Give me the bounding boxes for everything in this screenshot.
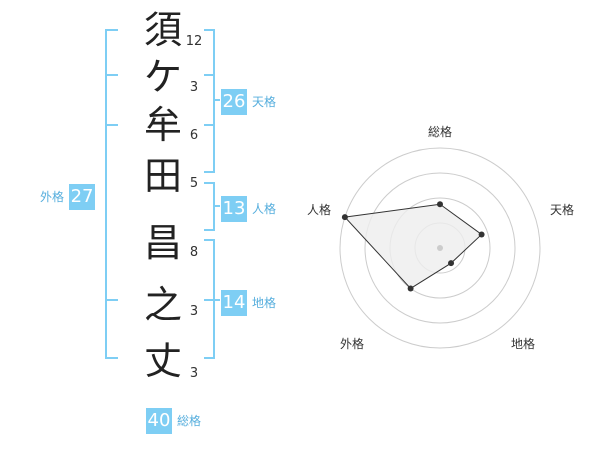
soukaku-group: 40 総格	[146, 408, 201, 434]
chikaku-label: 地格	[252, 296, 277, 310]
radar-label-gaikaku: 外格	[340, 337, 365, 351]
tenkaku-label: 天格	[252, 95, 277, 109]
tenkaku-value: 26	[221, 89, 247, 115]
radar-label-tenkaku: 天格	[550, 203, 575, 217]
radar-label-soukaku: 総格	[428, 125, 453, 139]
radar-value-polygon	[343, 203, 483, 290]
gaikaku-label: 外格	[40, 190, 65, 204]
name-char-2: ケ	[143, 55, 182, 99]
stroke-count-7: 3	[189, 366, 199, 381]
chikaku-value: 14	[221, 290, 247, 316]
radar-point-tenkaku	[478, 231, 485, 238]
gaikaku-bracket	[105, 29, 118, 359]
gaikaku-group: 外格 27	[40, 184, 96, 210]
gaikaku-value: 27	[69, 184, 96, 210]
soukaku-value: 40	[146, 408, 172, 434]
stroke-count-2: 3	[189, 80, 199, 95]
soukaku-label: 総格	[177, 414, 202, 428]
stroke-count-6: 3	[189, 304, 199, 319]
name-char-6: 之	[143, 283, 182, 327]
radar-center-dot	[437, 245, 443, 251]
stroke-count-1: 12	[185, 34, 203, 49]
radar-grid-circle-3	[364, 172, 516, 324]
radar-point-jinkaku	[341, 214, 348, 221]
jinkaku-label: 人格	[252, 202, 277, 216]
radar-label-jinkaku: 人格	[307, 203, 332, 217]
name-char-1: 須	[143, 8, 182, 52]
chikaku-group: 14 地格	[221, 290, 276, 316]
radar-point-chikaku	[448, 260, 455, 267]
stroke-count-5: 8	[189, 245, 199, 260]
name-char-7: 丈	[143, 339, 182, 383]
stroke-count-3: 6	[189, 128, 199, 143]
jinkaku-group: 13 人格	[221, 196, 276, 222]
radar-point-soukaku	[437, 201, 443, 208]
radar-grid-circle-4	[339, 147, 541, 349]
tenkaku-group: 26 天格	[221, 89, 276, 115]
name-char-4: 田	[143, 154, 182, 198]
jinkaku-value: 13	[221, 196, 247, 222]
name-char-3: 牟	[143, 103, 182, 147]
radar-label-chikaku: 地格	[511, 337, 536, 351]
stroke-count-4: 5	[189, 176, 199, 191]
radar-point-gaikaku	[407, 285, 414, 292]
name-char-5: 昌	[143, 221, 182, 265]
